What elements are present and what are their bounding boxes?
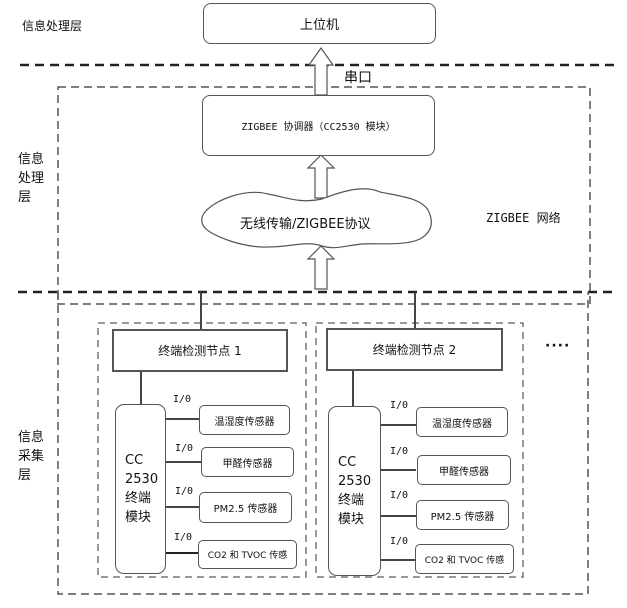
host-computer-box: 上位机 [203,3,436,44]
layer-label-line: 层 [18,190,32,205]
module-line: 模块 [338,512,365,527]
node-2-temp-humidity-sensor: 温湿度传感器 [416,407,508,437]
arrow-up-serial [307,46,335,96]
io-label: I/0 [390,536,409,547]
io-label: I/0 [174,532,193,543]
collection-layer-boundary [57,292,589,595]
sensor-label: 温湿度传感器 [432,418,492,430]
zigbee-coordinator-box: ZIGBEE 协调器（CC2530 模块） [202,95,435,156]
io-label: I/0 [175,443,194,454]
layer-label-line: 处理 [18,171,45,186]
module-line: CC [338,455,357,470]
module-line: 终端 [125,491,152,506]
arrow-up-cloud [306,154,336,199]
node-2-co2-tvoc-sensor: CO2 和 TVOC 传感 [415,544,514,574]
node-2-pm25-sensor: PM2.5 传感器 [416,500,509,530]
node-title: 终端检测节点 2 [372,343,457,357]
zigbee-network-label: ZIGBEE 网络 [486,211,561,225]
node-2-title-box: 终端检测节点 2 [326,328,503,371]
node-1-title-box: 终端检测节点 1 [112,329,288,372]
layer-label-line: 层 [18,468,32,483]
sensor-label: CO2 和 TVOC 传感 [207,551,288,561]
layer-label-top: 信息处理层 [22,19,83,33]
node-1-temp-humidity-sensor: 温湿度传感器 [199,405,290,435]
serial-port-label: 串口 [344,70,372,86]
module-line: CC [125,453,144,468]
module-line: 2530 [338,474,372,489]
node-1-co2-tvoc-sensor: CO2 和 TVOC 传感 [198,540,297,569]
node-1-cc2530-module: CC 2530 终端 模块 [115,404,166,574]
node-1-boundary [97,322,307,578]
io-label: I/0 [390,400,409,411]
node-1-formaldehyde-sensor: 甲醛传感器 [201,447,294,477]
zigbee-coordinator-label: ZIGBEE 协调器（CC2530 模块） [241,122,396,133]
module-line: 终端 [338,493,365,508]
wireless-cloud [201,188,432,249]
layer-label-collection: 信息 采集 层 [18,428,48,485]
more-nodes-ellipsis: ···· [545,338,571,354]
layer-label-processing: 信息 处理 层 [18,150,48,207]
sensor-label: CO2 和 TVOC 传感 [424,555,505,566]
arrow-up-nodes [306,245,336,290]
node-2-cc2530-module: CC 2530 终端 模块 [328,406,381,576]
module-line: 2530 [125,472,159,487]
module-line: 模块 [125,510,152,525]
wireless-cloud-label: 无线传输/ZIGBEE协议 [240,217,371,232]
node-1-pm25-sensor: PM2.5 传感器 [199,492,292,523]
layer-label-line: 信息 [18,430,45,445]
io-label: I/0 [390,490,409,501]
sensor-label: 温湿度传感器 [214,416,275,428]
node-title: 终端检测节点 1 [158,344,242,358]
node-2-formaldehyde-sensor: 甲醛传感器 [417,455,511,485]
io-label: I/0 [173,394,192,405]
sensor-label: 甲醛传感器 [439,466,489,478]
layer-label-line: 信息 [18,152,45,167]
io-label: I/0 [390,446,409,457]
sensor-label: PM2.5 传感器 [213,504,278,515]
sensor-label: PM2.5 传感器 [430,511,495,523]
io-label: I/0 [175,486,194,497]
node-2-boundary [315,322,524,578]
layer-label-line: 采集 [18,449,45,464]
sensor-label: 甲醛传感器 [222,458,273,470]
host-computer-label: 上位机 [299,18,339,33]
